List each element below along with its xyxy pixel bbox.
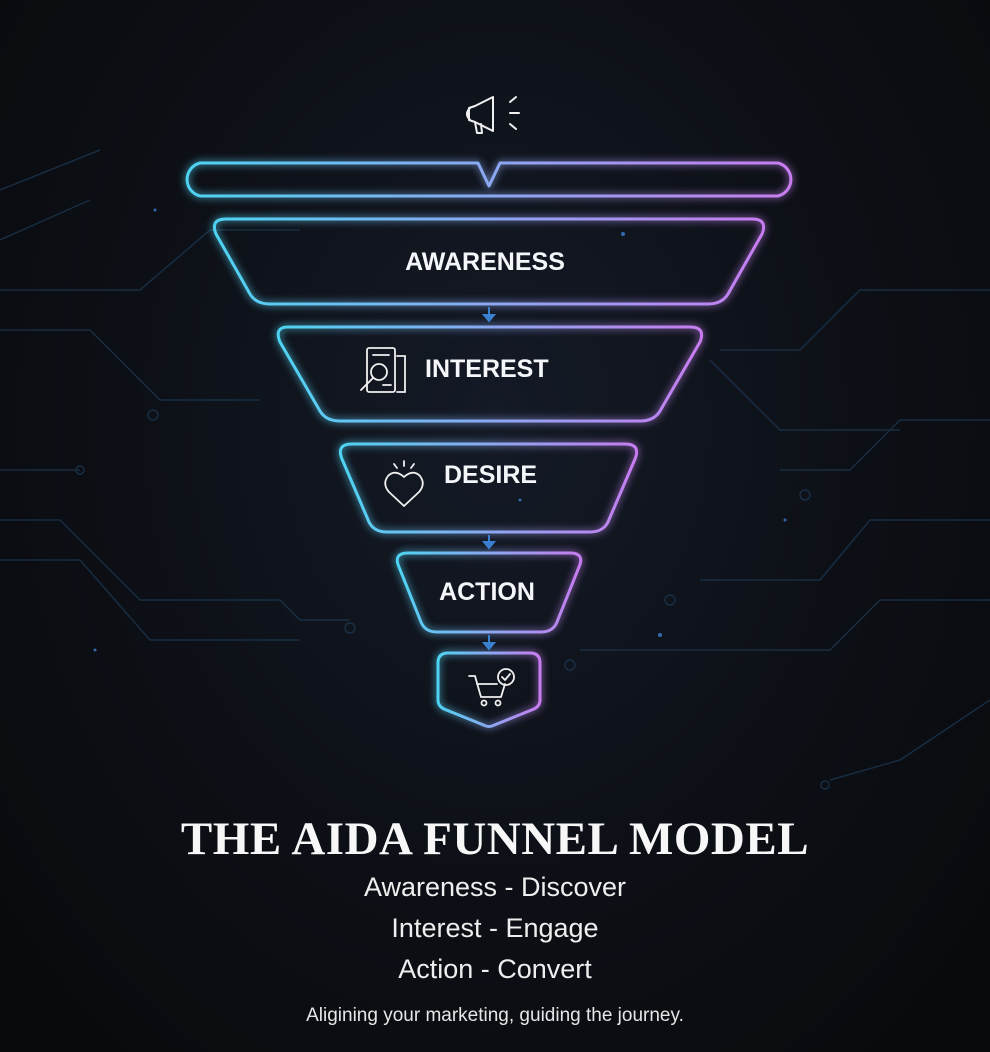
stage-label-action: ACTION [439,578,535,606]
circuit-background [0,149,990,790]
glow-dots [93,208,787,652]
document-search-icon [360,347,406,393]
stage-label-desire: DESIRE [444,461,537,489]
summary-line-interest: Interest - Engage [391,913,599,943]
page-title: THE AIDA FUNNEL MODEL [180,813,810,865]
stage-label-interest: INTEREST [425,355,549,383]
flow-arrows [481,307,497,651]
funnel-stage-desire [338,442,639,534]
funnel-stage-awareness [212,217,766,306]
funnel-bottom-cart-box [436,651,542,728]
shopping-cart-check-icon [468,668,515,707]
summary-line-action: Action - Convert [398,954,592,984]
heart-icon [384,460,424,507]
funnel-stage-interest [276,325,704,423]
funnel-top-rim [185,161,793,198]
summary-line-awareness: Awareness - Discover [363,872,627,902]
stage-label-awareness: AWARENESS [405,248,565,276]
funnel-stage-action [395,551,583,634]
tagline: Aligining your marketing, guiding the jo… [306,1005,684,1026]
megaphone-icon [466,96,520,134]
